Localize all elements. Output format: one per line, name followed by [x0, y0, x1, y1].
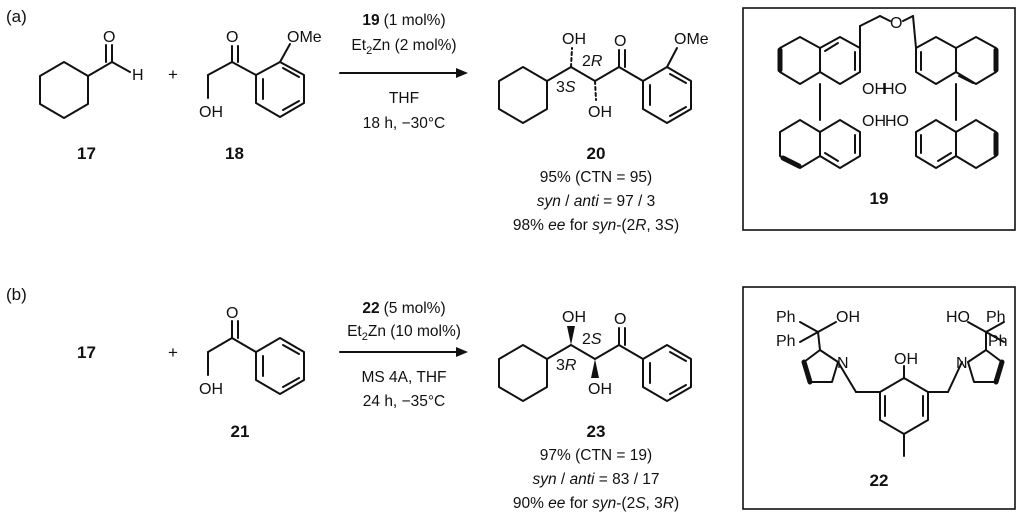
dr-text: syn / anti = 83 / 17 [532, 471, 659, 488]
ee-text: 98% ee for syn-(2R, 3S) [513, 217, 679, 234]
panel-b-label: (b) [6, 285, 27, 304]
atom-N: N [837, 355, 849, 372]
structure-18: O OMe OH [199, 29, 322, 121]
stereo-descriptor: 3R [556, 357, 577, 374]
panel-a-label: (a) [6, 7, 27, 26]
conditions-time-temp: 18 h, −30°C [363, 115, 445, 132]
atom-O: O [614, 311, 626, 328]
atom-H: H [132, 67, 144, 84]
atom-OH: OH [199, 381, 223, 398]
catalyst-19-box [742, 7, 1016, 231]
stereo-descriptor: 3S [556, 79, 576, 96]
atom-O: O [890, 15, 902, 32]
structure-20: OH OH O OMe 2R 3S [498, 31, 709, 124]
conditions-solvent: THF [389, 90, 419, 107]
structure-23: OH OH O 2S 3R [498, 309, 692, 402]
ee-text: 90% ee for syn-(2S, 3R) [513, 495, 679, 512]
compound-23-label: 23 [587, 422, 606, 441]
compound-22-label: 22 [870, 471, 889, 490]
atom-OH: OH [562, 309, 586, 326]
conditions-time-temp: 24 h, −35°C [363, 393, 445, 410]
compound-21-label: 21 [231, 422, 250, 441]
conditions-reagent: Et2Zn (2 mol%) [351, 37, 456, 57]
atom-N: N [956, 355, 968, 372]
atom-O: O [614, 33, 626, 50]
atom-Ph: Ph [986, 309, 1006, 326]
atom-OH: OH [588, 104, 612, 121]
atom-OMe: OMe [287, 29, 322, 46]
compound-19-label: 19 [870, 189, 889, 208]
atom-HO: HO [946, 309, 970, 326]
structure-17-a: O H [39, 29, 144, 119]
atom-OH: OH [862, 81, 886, 98]
compound-20-label: 20 [587, 144, 606, 163]
yield-text: 97% (CTN = 19) [540, 447, 652, 464]
atom-OH: OH [836, 309, 860, 326]
stereo-descriptor: 2R [582, 53, 603, 70]
atom-Ph: Ph [776, 333, 796, 350]
atom-OH: OH [562, 31, 586, 48]
plus-sign: + [168, 343, 178, 362]
conditions-catalyst: 22(5 mol%) [362, 300, 445, 317]
arrowhead [456, 68, 468, 78]
atom-O: O [226, 305, 238, 322]
atom-HO: HO [883, 81, 907, 98]
atom-Ph: Ph [988, 333, 1008, 350]
compound-18-label: 18 [225, 144, 244, 163]
atom-OH: OH [862, 113, 886, 130]
conditions-solvent: MS 4A, THF [362, 369, 447, 386]
arrowhead [456, 347, 468, 357]
atom-OH: OH [894, 351, 918, 368]
atom-O: O [103, 29, 115, 46]
dr-text: syn / anti = 97 / 3 [537, 193, 656, 210]
conditions-catalyst: 19(1 mol%) [362, 12, 445, 29]
atom-O: O [226, 29, 238, 46]
conditions-reagent: Et2Zn (10 mol%) [347, 323, 461, 343]
structure-19: O OH HO OH HO [777, 15, 999, 169]
atom-Ph: Ph [776, 309, 796, 326]
compound-17-label: 17 [77, 343, 96, 362]
compound-17-label: 17 [77, 144, 96, 163]
catalyst-22-box [742, 286, 1016, 510]
yield-text: 95% (CTN = 95) [540, 169, 652, 186]
atom-HO: HO [885, 113, 909, 130]
stereo-descriptor: 2S [582, 331, 602, 348]
atom-OH: OH [588, 381, 612, 398]
structure-22: Ph OH Ph N OH HO Ph Ph N [776, 309, 1008, 457]
plus-sign: + [168, 65, 178, 84]
atom-OMe: OMe [674, 31, 709, 48]
structure-21: O OH [199, 305, 305, 398]
atom-OH: OH [199, 104, 223, 121]
